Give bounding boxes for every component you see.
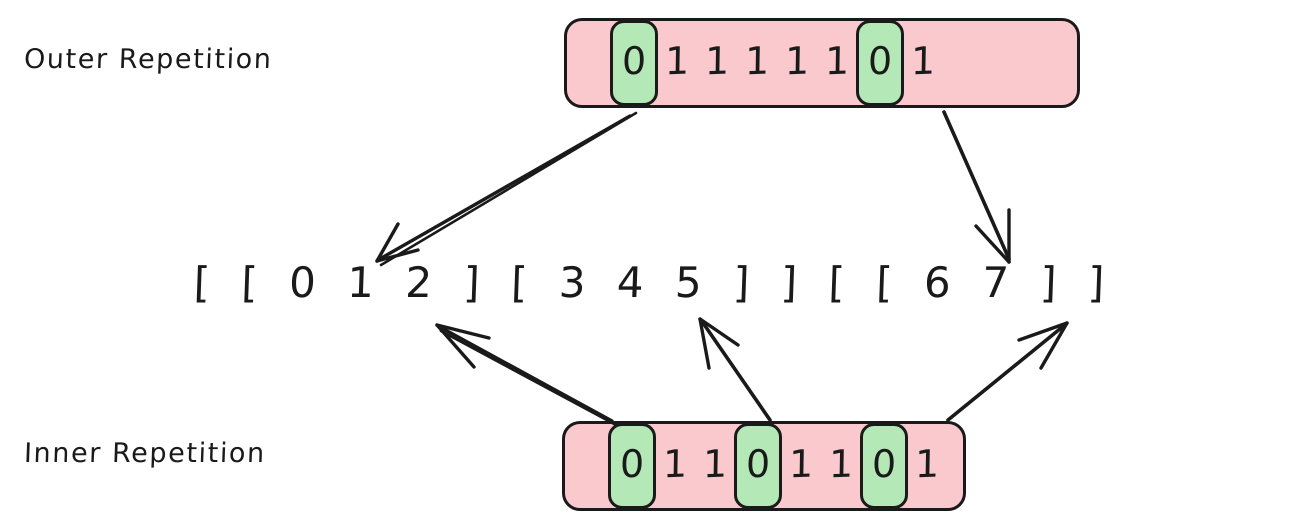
inner-bit-cell-6-highlighted: 0	[860, 423, 908, 509]
inner-bit-value-7: 1	[914, 441, 940, 487]
outer-bit-cell-4: 1	[777, 21, 817, 105]
inner-bit-value-0: 0	[619, 441, 645, 487]
inner-bit-cell-7: 1	[907, 424, 947, 508]
inner-bit-value-4: 1	[788, 441, 814, 487]
outer-bit-cell-1: 1	[657, 21, 697, 105]
inner-bit-cell-4: 1	[781, 424, 821, 508]
outer-bit-value-2: 1	[704, 38, 730, 84]
outer-bit-cell-2: 1	[697, 21, 737, 105]
arrow-inner-bit3	[698, 317, 772, 422]
inner-bit-cell-0-highlighted: 0	[608, 423, 656, 509]
arrow-outer-bit6	[942, 110, 1011, 264]
outer-bit-value-7: 1	[910, 38, 936, 84]
outer-bit-value-4: 1	[784, 38, 810, 84]
nested-list-text: [ [ 0 1 2 ] [ 3 4 5 ] ] [ [ 6 7 ] ]	[192, 258, 1115, 307]
outer-bit-cell-5: 1	[817, 21, 857, 105]
outer-bit-value-5: 1	[824, 38, 850, 84]
arrow-inner-bit0	[435, 323, 618, 427]
outer-bit-value-0: 0	[621, 38, 647, 84]
outer-bit-value-1: 1	[664, 38, 690, 84]
inner-bit-value-6: 0	[871, 441, 897, 487]
inner-bit-value-1: 1	[662, 441, 688, 487]
inner-bit-cell-5: 1	[821, 424, 861, 508]
inner-bit-cell-3-highlighted: 0	[734, 423, 782, 509]
outer-bit-value-6: 0	[867, 38, 893, 84]
inner-bit-value-2: 1	[702, 441, 728, 487]
outer-bit-value-3: 1	[744, 38, 770, 84]
inner-bit-cell-2: 1	[695, 424, 735, 508]
arrow-outer-bit0	[375, 111, 638, 267]
inner-bit-cell-1: 1	[655, 424, 695, 508]
outer-bit-cell-7: 1	[903, 21, 943, 105]
outer-bit-cell-3: 1	[737, 21, 777, 105]
outer-bit-cell-0-highlighted: 0	[610, 20, 658, 106]
outer-repetition-label: Outer Repetition	[23, 44, 274, 75]
inner-bit-value-3: 0	[745, 441, 771, 487]
outer-bit-cell-6-highlighted: 0	[856, 20, 904, 106]
inner-bit-value-5: 1	[828, 441, 854, 487]
arrow-inner-bit6	[946, 321, 1069, 422]
inner-repetition-label: Inner Repetition	[23, 438, 267, 469]
